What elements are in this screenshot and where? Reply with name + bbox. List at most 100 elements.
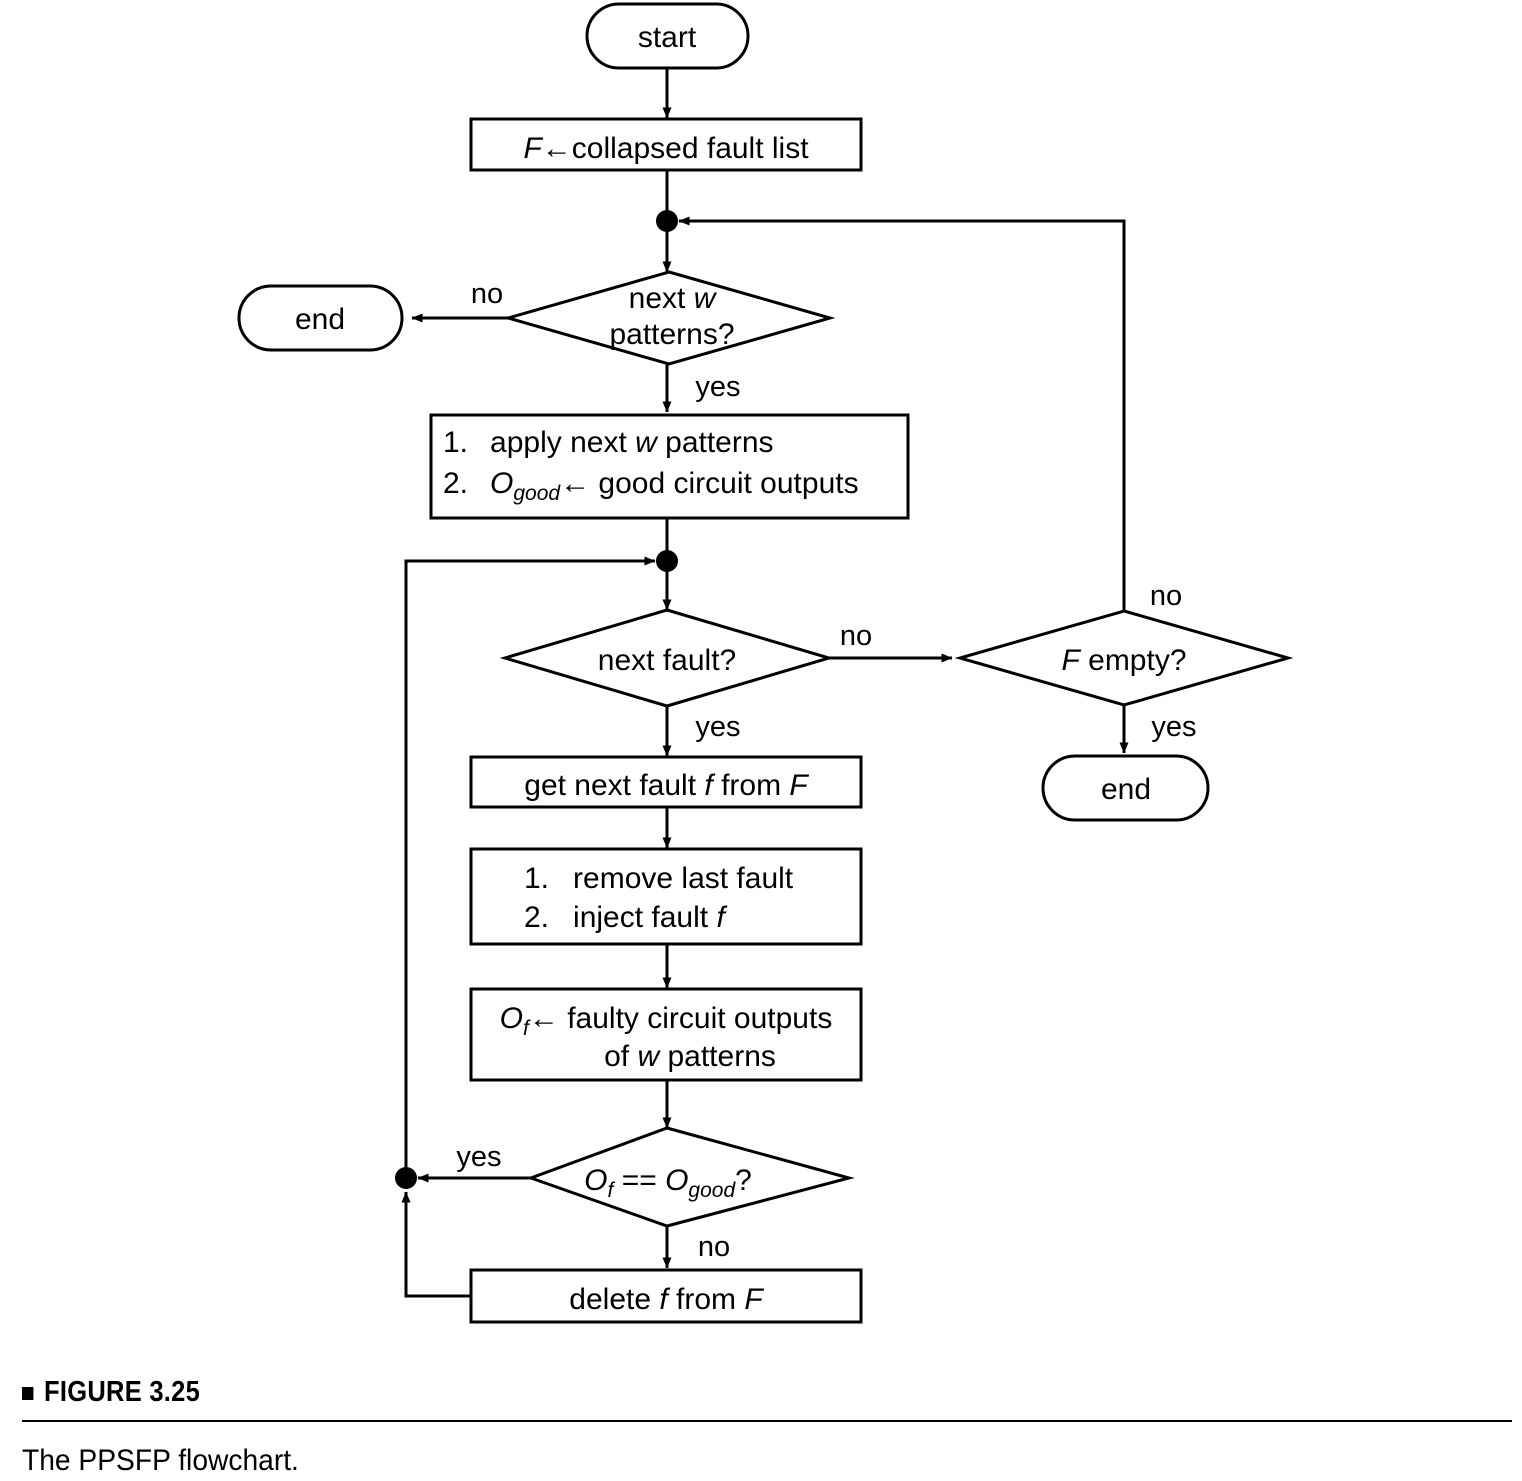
edge-label-compare-yes: yes xyxy=(456,1141,501,1173)
compare-question: ? xyxy=(735,1164,752,1197)
init-label: F←collapsed fault list xyxy=(523,132,809,165)
junction-dot-top xyxy=(656,210,678,232)
inject-item2-var: f xyxy=(716,901,727,934)
junction-dot-left xyxy=(395,1167,417,1189)
inject-line1: 1. remove last fault xyxy=(524,862,794,895)
edge-label-nextw-no: no xyxy=(471,278,503,310)
apply-item1-pre: apply next xyxy=(490,426,635,459)
figure-caption-text: The PPSFP flowchart. xyxy=(22,1444,299,1477)
end-left-label: end xyxy=(295,303,345,336)
faultyout-line1: Of← faulty circuit outputs xyxy=(500,1002,833,1040)
edge-label-compare-no: no xyxy=(698,1231,730,1263)
apply-num2: 2. xyxy=(443,467,468,500)
compare-var1: O xyxy=(584,1164,607,1197)
nextw-decision-shape xyxy=(502,270,836,366)
junction-dot-middle xyxy=(656,550,678,572)
inject-line2: 2. inject fault f xyxy=(524,901,727,934)
apply-item1-var: w xyxy=(635,426,659,459)
faultyout-var: O xyxy=(500,1002,523,1035)
faultyout-line2-var: w xyxy=(637,1040,661,1073)
square-bullet-icon xyxy=(22,1387,34,1400)
apply-item2-sub: good xyxy=(513,482,561,505)
ppsfp-flowchart: start F←collapsed fault list next w patt… xyxy=(237,2,1294,1324)
apply-line2: 2.Ogood← good circuit outputs xyxy=(443,467,859,505)
fempty-label: F empty? xyxy=(1061,644,1186,677)
node-next-fault[interactable]: next fault? xyxy=(499,608,835,708)
edge-fempty-no-loopback xyxy=(678,216,1126,612)
nextw-label-line2: patterns? xyxy=(609,318,734,351)
end-right-label: end xyxy=(1101,773,1151,806)
edge-label-fempty-yes: yes xyxy=(1151,711,1196,743)
edge-label-nextfault-no: no xyxy=(840,620,872,652)
nextw-line1-pre: next xyxy=(629,282,694,315)
fempty-rest: empty? xyxy=(1080,644,1187,677)
nextw-label-line1: next w xyxy=(629,282,718,315)
compare-decision-shape xyxy=(526,1126,855,1228)
delete-mid: from xyxy=(668,1283,745,1316)
nextw-line1-var: w xyxy=(694,282,718,315)
node-inject-fault[interactable]: 1. remove last fault 2. inject fault f xyxy=(469,847,863,946)
inject-num1: 1. xyxy=(524,862,549,895)
nextfault-decision-shape xyxy=(499,608,835,708)
edge-leftjunction-to-midjunction xyxy=(404,556,656,1175)
node-faulty-outputs[interactable]: Of← faulty circuit outputs of w patterns xyxy=(469,987,863,1082)
node-apply-patterns[interactable]: 1.apply next w patterns 2.Ogood← good ci… xyxy=(429,413,910,520)
init-rest: collapsed fault list xyxy=(572,132,809,165)
fempty-var: F xyxy=(1061,644,1081,677)
compare-sub1: f xyxy=(608,1179,616,1202)
apply-item1-post: patterns xyxy=(657,426,774,459)
end-right-terminator-shape xyxy=(1041,754,1210,822)
apply-num1: 1. xyxy=(443,426,468,459)
delete-var2: F xyxy=(744,1283,764,1316)
faultyout-rest: faulty circuit outputs xyxy=(559,1002,832,1035)
init-var: F xyxy=(523,132,543,165)
edge-label-layer: no yes no yes no yes yes no xyxy=(456,278,1196,1263)
node-get-next-fault[interactable]: get next fault f from F xyxy=(469,755,863,809)
delete-var1: f xyxy=(659,1283,670,1316)
faultyout-sub: f xyxy=(523,1017,531,1040)
faultyout-arrow: ← xyxy=(529,1002,559,1035)
delete-process-shape xyxy=(469,1268,863,1324)
faultyout-line2: of w patterns xyxy=(604,1040,776,1073)
edge-label-fempty-no: no xyxy=(1150,580,1182,612)
apply-item2-var: O xyxy=(490,467,513,500)
compare-sub2: good xyxy=(688,1179,736,1202)
node-f-empty[interactable]: F empty? xyxy=(954,609,1294,707)
node-end-left[interactable]: end xyxy=(237,284,404,352)
nextfault-label: next fault? xyxy=(598,644,736,677)
node-start[interactable]: start xyxy=(585,2,750,70)
node-init-fault-list[interactable]: F←collapsed fault list xyxy=(469,117,863,172)
apply-process-shape xyxy=(429,413,910,520)
compare-label: Of == Ogood? xyxy=(584,1164,752,1202)
getfault-process-shape xyxy=(469,755,863,809)
edge-label-nextfault-yes: yes xyxy=(695,711,740,743)
node-compare-outputs[interactable]: Of == Ogood? xyxy=(526,1126,855,1228)
end-left-terminator-shape xyxy=(237,284,404,352)
faultyout-line2-pre: of xyxy=(604,1040,637,1073)
compare-var2: O xyxy=(665,1164,688,1197)
inject-item2-pre: inject fault xyxy=(573,901,716,934)
start-terminator-shape xyxy=(585,2,750,70)
inject-num2: 2. xyxy=(524,901,549,934)
faultyout-line2-post: patterns xyxy=(659,1040,776,1073)
getfault-mid: from xyxy=(713,769,790,802)
apply-line1: 1. apply next w patterns xyxy=(443,426,774,459)
delete-label: delete f from F xyxy=(569,1283,764,1316)
apply-item2-arrow: ← xyxy=(560,467,590,500)
compare-op: == xyxy=(613,1164,665,1197)
inject-item1: remove last fault xyxy=(573,862,794,895)
figure-number-label: FIGURE 3.25 xyxy=(44,1376,201,1408)
getfault-pre: get next fault xyxy=(524,769,704,802)
figure-caption-block: FIGURE 3.25 The PPSFP flowchart. xyxy=(22,1376,1512,1478)
init-arrow: ← xyxy=(542,132,572,165)
connector-layer xyxy=(395,68,1129,1298)
node-end-right[interactable]: end xyxy=(1041,754,1210,822)
node-delete-fault[interactable]: delete f from F xyxy=(469,1268,863,1324)
getfault-var1: f xyxy=(704,769,715,802)
fempty-decision-shape xyxy=(954,609,1294,707)
getfault-var2: F xyxy=(789,769,809,802)
figure-number-heading: FIGURE 3.25 xyxy=(22,1376,1324,1409)
node-next-w-patterns[interactable]: next w patterns? xyxy=(502,270,836,366)
delete-pre: delete xyxy=(569,1283,659,1316)
